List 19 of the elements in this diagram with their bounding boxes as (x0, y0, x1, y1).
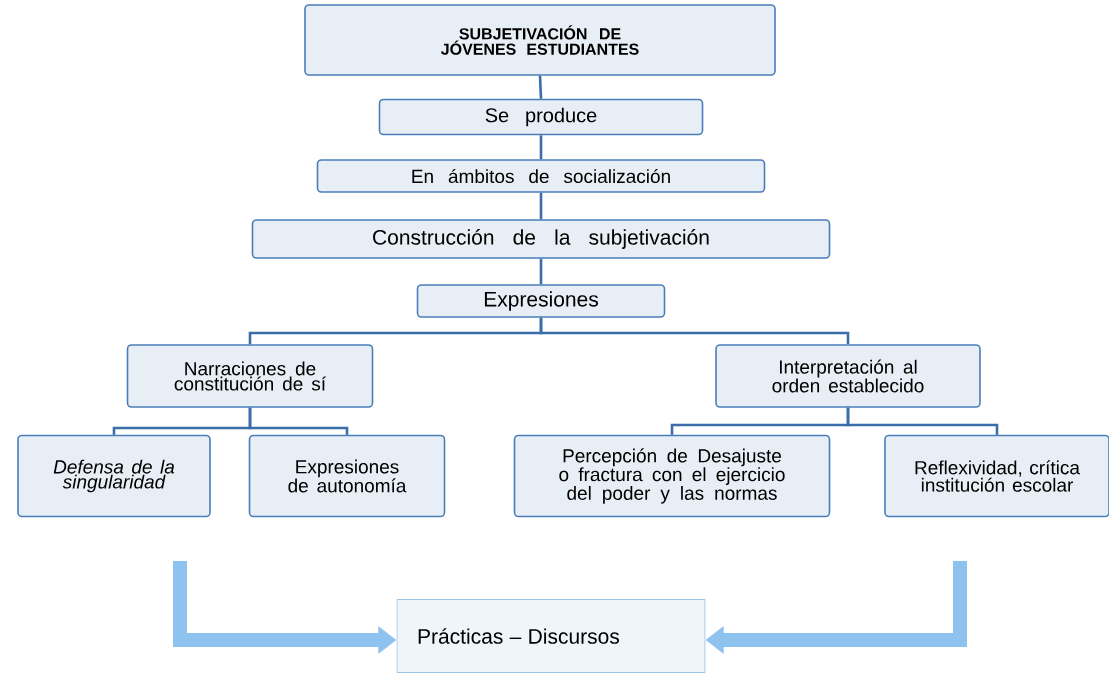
concept-box: Construcción de la subjetivación (251, 219, 831, 259)
concept-box: En ámbitos de socialización (316, 159, 766, 193)
concept-box: Se produce (378, 98, 704, 136)
concept-box: Expresiones de autonomía (248, 434, 446, 518)
connector-line (248, 407, 349, 435)
concept-box: Narraciones de constitución de sí (126, 344, 374, 408)
connector-line (539, 192, 543, 220)
concept-box: Interpretación al orden establecido (715, 344, 981, 408)
connector-line (539, 317, 850, 345)
concept-box: Expresiones (416, 284, 666, 318)
connector-line (539, 135, 543, 160)
concept-box: Reflexividad, crítica institución escolar (884, 434, 1109, 518)
title-box: SUBJETIVACIÓN DE JÓVENES ESTUDIANTES (304, 4, 776, 76)
connector-line (538, 75, 543, 99)
concept-box: Percepción de Desajuste o fractura con el ejercicio del poder y las normas (513, 434, 831, 518)
connector-line (539, 258, 543, 285)
connector-line (846, 407, 999, 435)
concept-box: Defensa de la singularidad (17, 434, 211, 518)
text-box: Prácticas – Discursos (396, 599, 706, 673)
